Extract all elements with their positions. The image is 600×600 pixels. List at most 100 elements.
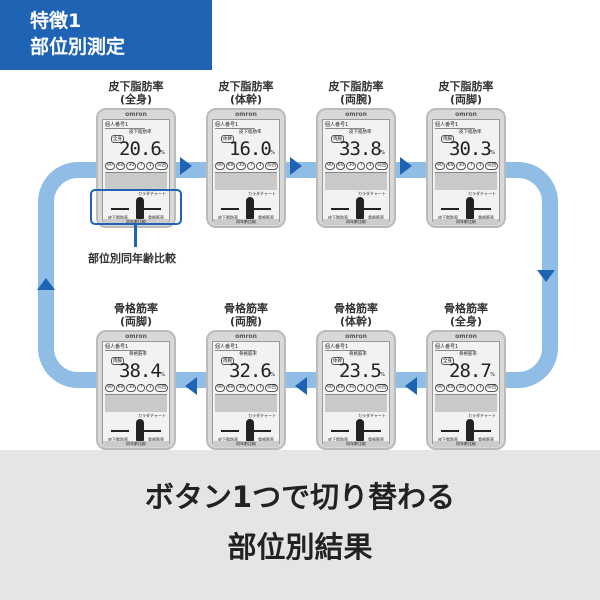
- period-button: 前回: [485, 162, 499, 170]
- unit-label: %: [270, 372, 275, 378]
- footer-caption: ボタン1つで切り替わる 部位別結果: [0, 450, 600, 600]
- region-badge: 両脚: [441, 135, 454, 143]
- region-badge: 両腕: [331, 135, 344, 143]
- fat-label: 皮下脂肪率: [438, 215, 458, 220]
- period-button: 90: [215, 162, 225, 170]
- arrow-right-icon: [290, 157, 302, 175]
- chart-label: カラダチャート: [248, 413, 276, 418]
- fat-level-line: [331, 208, 349, 210]
- period-button: 前回: [155, 162, 169, 170]
- period-button: 1: [146, 162, 155, 170]
- period-button: 前回: [375, 162, 389, 170]
- compare-label: 同年齢比較: [433, 219, 499, 225]
- compare-label: 同年齢比較: [433, 441, 499, 447]
- period-button: 1: [256, 384, 265, 392]
- unit-label: %: [490, 150, 495, 156]
- unit-label: %: [380, 372, 385, 378]
- footer-line2: 部位別結果: [227, 530, 373, 564]
- panel-region: (全身): [449, 315, 483, 328]
- panel-title: 皮下脂肪率: [108, 80, 164, 93]
- person-number: 個人番号1: [435, 121, 475, 129]
- measure-type: 皮下脂肪率: [239, 130, 262, 135]
- period-button: 30: [126, 162, 137, 170]
- device-panel: 皮下脂肪率(両腕) omron 個人番号1 皮下脂肪率 両腕 33.8 % 90…: [306, 80, 406, 228]
- compare-label: 同年齢比較: [103, 441, 169, 447]
- panel-region: (全身): [119, 93, 153, 106]
- muscle-label: 骨格筋率: [148, 437, 164, 442]
- banner-line1: 特徴1: [30, 10, 82, 32]
- period-button: 90: [435, 384, 445, 392]
- panel-title: 皮下脂肪率: [218, 80, 274, 93]
- period-button: 90: [435, 162, 445, 170]
- body-comparison: 皮下脂肪率 骨格筋率: [105, 197, 167, 221]
- unit-label: %: [160, 150, 165, 156]
- reading-value: 28.7: [449, 360, 492, 382]
- unit-label: %: [160, 372, 165, 378]
- panel-region: (体幹): [339, 315, 373, 328]
- panel-region: (両脚): [119, 315, 153, 328]
- chart-label: カラダチャート: [468, 413, 496, 418]
- arrow-left-icon: [185, 377, 197, 395]
- reading-value: 38.4: [119, 360, 162, 382]
- arrow-down-icon: [537, 270, 555, 282]
- fat-label: 皮下脂肪率: [108, 437, 128, 442]
- muscle-level-line: [473, 208, 491, 210]
- brand-logo: omron: [235, 333, 257, 340]
- footer-line1: ボタン1つで切り替わる: [144, 480, 456, 514]
- muscle-level-line: [143, 430, 161, 432]
- period-button: 90: [215, 384, 225, 392]
- period-button: 30: [236, 384, 247, 392]
- reading-value: 16.0: [229, 138, 272, 160]
- panel-label: 骨格筋率(両脚): [86, 302, 186, 330]
- reading-value: 23.5: [339, 360, 382, 382]
- region-badge: 体幹: [221, 135, 234, 143]
- brand-logo: omron: [125, 111, 147, 118]
- muscle-level-line: [143, 208, 161, 210]
- panel-label: 皮下脂肪率(両脚): [416, 80, 516, 108]
- period-button: 1: [366, 162, 375, 170]
- period-button: 60: [445, 162, 456, 170]
- body-comparison: 皮下脂肪率 骨格筋率: [435, 419, 497, 443]
- body-comparison: 皮下脂肪率 骨格筋率: [215, 419, 277, 443]
- panel-title: 骨格筋率: [444, 302, 488, 315]
- period-button: 7: [357, 384, 366, 392]
- measure-type: 皮下脂肪率: [349, 130, 372, 135]
- person-number: 個人番号1: [435, 343, 475, 351]
- reading-value: 33.8: [339, 138, 382, 160]
- person-number: 個人番号1: [105, 121, 145, 129]
- period-button: 30: [346, 162, 357, 170]
- region-badge: 全身: [441, 357, 454, 365]
- body-figure-icon: [356, 197, 364, 219]
- panel-label: 皮下脂肪率(体幹): [196, 80, 296, 108]
- callout-line: [134, 225, 137, 247]
- period-button: 1: [476, 162, 485, 170]
- fat-level-line: [221, 208, 239, 210]
- period-button: 60: [225, 162, 236, 170]
- muscle-label: 骨格筋率: [368, 437, 384, 442]
- compare-label: 同年齢比較: [323, 441, 389, 447]
- fat-level-line: [441, 208, 459, 210]
- device-panel: 皮下脂肪率(体幹) omron 個人番号1 皮下脂肪率 体幹 16.0 % 90…: [196, 80, 296, 228]
- compare-label: 同年齢比較: [213, 441, 279, 447]
- measure-type: 皮下脂肪率: [459, 130, 482, 135]
- period-button: 60: [335, 162, 346, 170]
- chart-label: カラダチャート: [138, 191, 166, 196]
